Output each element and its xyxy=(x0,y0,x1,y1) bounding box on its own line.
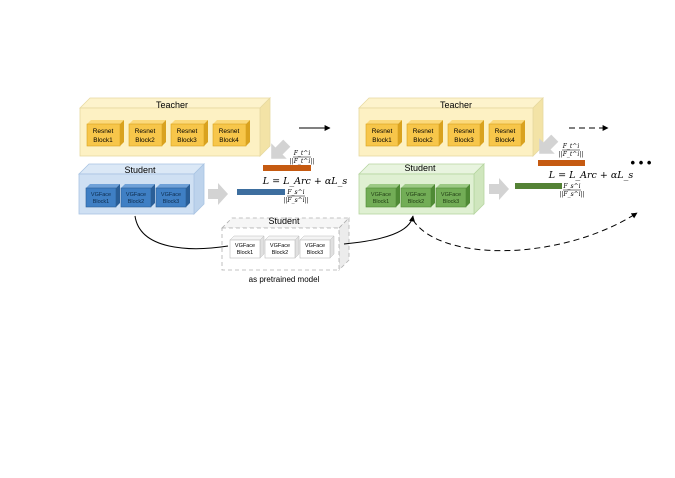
student-2-block-1-line2: Block1 xyxy=(373,199,390,205)
student-1-block-2-line2: Block2 xyxy=(128,199,145,205)
student-1-normalized-feature: F_s^i ||F_s^i|| xyxy=(283,189,308,204)
student-1-block-1-line2: Block1 xyxy=(93,199,110,205)
teacher-1-fraction-den: ||F_t^i|| xyxy=(290,158,315,165)
student-2-block-1: VGFace Block1 xyxy=(365,184,400,208)
next-stage-dashed-curve xyxy=(412,212,638,252)
student-1-feature-arrow xyxy=(208,183,228,205)
teacher-2-block-3-line2: Block3 xyxy=(454,137,474,144)
teacher-1-block-3: Resnet Block3 xyxy=(170,120,208,147)
student-1-block-2: VGFace Block2 xyxy=(120,184,155,208)
student-2-fraction-den: ||F_s^i|| xyxy=(559,191,584,198)
teacher-1-title: Teacher xyxy=(156,100,188,110)
student-2-block-2-line1: VGFace xyxy=(406,192,426,198)
teacher-1-feature-arrow xyxy=(271,139,291,159)
student-2-block-3-line1: VGFace xyxy=(441,192,461,198)
student-1-feature-bar xyxy=(237,189,285,195)
teacher-1-block-2-line1: Resnet xyxy=(135,128,156,135)
pretrained-block-1: VGFace Block1 xyxy=(229,235,265,259)
teacher-2-title: Teacher xyxy=(440,100,472,110)
pretrained-caption: as pretrained model xyxy=(249,275,320,284)
teacher-2-block-3: Resnet Block3 xyxy=(447,120,484,147)
student-1-block-3-line2: Block3 xyxy=(163,199,180,205)
student-1-block-3: VGFace Block3 xyxy=(155,184,190,208)
pretrained-block-3-line1: VGFace xyxy=(305,243,325,249)
pretrained-block-1-line2: Block1 xyxy=(237,250,254,256)
student-2-title: Student xyxy=(404,163,436,173)
student-1-fraction-num: F_s^i xyxy=(286,189,304,196)
pretrained-student-title: Student xyxy=(268,216,300,226)
teacher-1-block-4-line2: Block4 xyxy=(219,137,239,144)
student-2-normalized-feature: F_s^i ||F_s^i|| xyxy=(559,183,584,198)
teacher-2-block-2-line2: Block2 xyxy=(413,137,433,144)
teacher-1-block-2-line2: Block2 xyxy=(135,137,155,144)
pretrained-block-1-line1: VGFace xyxy=(235,243,255,249)
pretrained-block-3-line2: Block3 xyxy=(307,250,324,256)
pretrained-block-2-line1: VGFace xyxy=(270,243,290,249)
teacher-2-normalized-feature: F_t^i ||F_t^i|| xyxy=(559,143,584,158)
teacher-1-normalized-feature: F_t^i ||F_t^i|| xyxy=(290,150,315,165)
student-2-block-3: VGFace Block3 xyxy=(435,184,470,208)
student-2-feature-arrow xyxy=(489,178,509,200)
loss-formula-1: L = L_Arc + αL_s xyxy=(262,176,348,187)
teacher-1-block-4: Resnet Block4 xyxy=(212,120,250,147)
teacher-2-block-4: Resnet Block4 xyxy=(488,120,525,147)
teacher-2-feature-bar xyxy=(538,160,585,166)
teacher-2-fraction-den: ||F_t^i|| xyxy=(559,151,584,158)
teacher-2-block-4-line1: Resnet xyxy=(495,128,516,135)
teacher-1-block-1-line1: Resnet xyxy=(93,128,114,135)
teacher-1-block-1-line2: Block1 xyxy=(93,137,113,144)
teacher-1-block-2: Resnet Block2 xyxy=(128,120,166,147)
student-1-block-1: VGFace Block1 xyxy=(85,184,120,208)
teacher-2-block-3-line1: Resnet xyxy=(454,128,475,135)
pretrained-block-2: VGFace Block2 xyxy=(264,235,300,259)
teacher-2-feature-arrow xyxy=(539,134,559,154)
student-1-block-3-line1: VGFace xyxy=(161,192,181,198)
teacher-1-feature-bar xyxy=(263,165,311,171)
teacher-2-block-1-line2: Block1 xyxy=(372,137,392,144)
teacher-2-block-1: Resnet Block1 xyxy=(365,120,402,147)
pretrained-block-2-line2: Block2 xyxy=(272,250,289,256)
teacher-1-block-3-line2: Block3 xyxy=(177,137,197,144)
student-1-title: Student xyxy=(124,165,156,175)
student-2-block-3-line2: Block3 xyxy=(443,199,460,205)
student-1-block-2-line1: VGFace xyxy=(126,192,146,198)
teacher-2-block-2-line1: Resnet xyxy=(413,128,434,135)
teacher-2-block-4-line2: Block4 xyxy=(495,137,515,144)
teacher-2-block-2: Resnet Block2 xyxy=(406,120,443,147)
teacher-1-block-4-line1: Resnet xyxy=(219,128,240,135)
pretrained-to-student-arrow xyxy=(343,215,415,245)
student-2-block-2: VGFace Block2 xyxy=(400,184,435,208)
teacher-2-block-1-line1: Resnet xyxy=(372,128,393,135)
teacher-2-fraction-num: F_t^i xyxy=(562,143,580,150)
teacher-1-fraction-num: F_t^i xyxy=(293,150,311,157)
student-2-fraction-num: F_s^i xyxy=(562,183,580,190)
student-2-feature-bar xyxy=(515,183,562,189)
loss-formula-2: L = L_Arc + αL_s xyxy=(548,170,634,181)
student-1-fraction-den: ||F_s^i|| xyxy=(283,197,308,204)
student-2-block-2-line2: Block2 xyxy=(408,199,425,205)
teacher-1-block-1: Resnet Block1 xyxy=(86,120,124,147)
student-1-block-1-line1: VGFace xyxy=(91,192,111,198)
student-2-block-1-line1: VGFace xyxy=(371,192,391,198)
pretrained-block-3: VGFace Block3 xyxy=(299,235,335,259)
continuation-ellipsis: • • • xyxy=(631,155,652,170)
teacher-1-block-3-line1: Resnet xyxy=(177,128,198,135)
student-to-pretrained-curve xyxy=(134,215,229,250)
